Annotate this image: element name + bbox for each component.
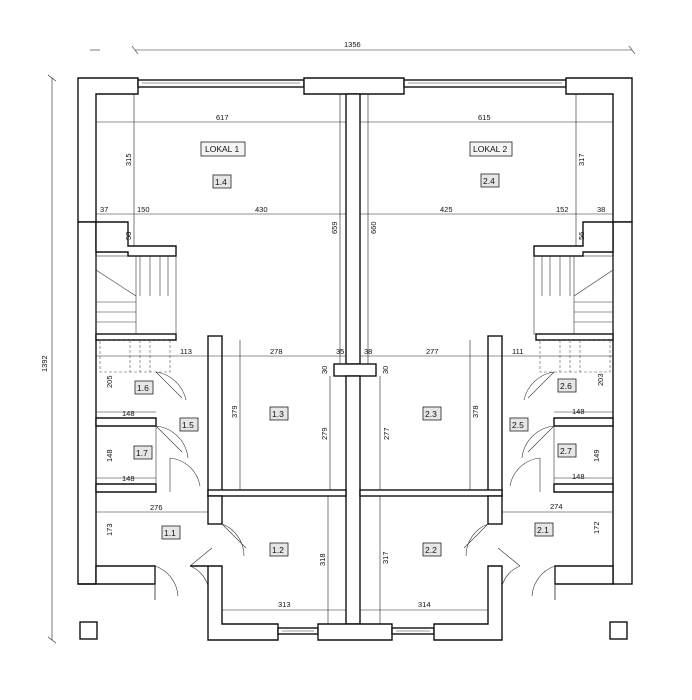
dim-38-mid: 38 [364,347,372,356]
dim-35: 35 [336,347,344,356]
column-left [79,621,98,640]
dim-660: 660 [369,221,378,234]
dim-425: 425 [440,205,453,214]
dim-378: 378 [471,405,480,418]
dim-30-right: 30 [381,366,390,374]
dim-379: 379 [230,405,239,418]
dim-148-a: 148 [122,409,135,418]
dim-37: 37 [100,205,108,214]
dim-205: 205 [105,375,114,388]
dim-173: 173 [105,523,114,536]
unit-name-1: LOKAL 1 [205,144,239,154]
dim-659: 659 [330,221,339,234]
dim-38-top: 38 [597,205,605,214]
dim-617: 617 [216,113,229,122]
overall-dimensions: 1356 1392 [40,40,636,644]
dim-279: 279 [320,427,329,440]
dim-150: 150 [137,205,150,214]
unit-labels: LOKAL 1 LOKAL 2 1.4 2.4 [200,141,513,189]
dim-313: 313 [278,600,291,609]
dim-317-top: 317 [577,153,586,166]
dimension-labels: 617 615 315 317 37 150 430 425 152 38 58… [100,113,605,609]
dim-278: 278 [270,347,283,356]
dim-148-c: 148 [105,449,114,462]
dim-315: 315 [124,153,133,166]
column-right [609,621,628,640]
dim-615: 615 [478,113,491,122]
room-label-2-5: 2.5 [512,420,524,430]
room-label-2-1: 2.1 [537,525,549,535]
room-label-1-2: 1.2 [272,545,284,555]
dim-152: 152 [556,205,569,214]
dim-148-e: 148 [572,472,585,481]
room-label-1-3: 1.3 [272,409,284,419]
dim-430: 430 [255,205,268,214]
dim-149: 149 [592,449,601,462]
stairs-right [533,255,614,373]
dim-172: 172 [592,521,601,534]
dim-148-d: 148 [122,474,135,483]
room-label-1-5: 1.5 [182,420,194,430]
dim-58: 58 [124,232,133,240]
dimension-lines [96,94,613,624]
room-label-2-6: 2.6 [560,381,572,391]
dim-148-b: 148 [572,407,585,416]
room-label-1-1: 1.1 [164,528,176,538]
room-label-2-4: 2.4 [483,176,495,186]
dim-318: 318 [318,553,327,566]
room-label-2-3: 2.3 [425,409,437,419]
room-label-2-7: 2.7 [560,446,572,456]
room-label-1-4: 1.4 [215,177,227,187]
dim-276: 276 [150,503,163,512]
doors [154,371,556,600]
dim-overall-height: 1392 [40,355,49,372]
room-label-1-6: 1.6 [137,383,149,393]
dim-317-bottom: 317 [381,551,390,564]
dim-203: 203 [596,373,605,386]
room-label-1-7: 1.7 [136,448,148,458]
dim-overall-width: 1356 [344,40,361,49]
outer-walls [77,77,633,641]
dim-111: 111 [512,347,523,356]
room-label-2-2: 2.2 [425,545,437,555]
stairs-left [95,255,177,373]
dim-113: 113 [180,347,192,356]
dim-274: 274 [550,502,563,511]
dim-314: 314 [418,600,431,609]
dim-277-right: 277 [382,427,391,440]
unit-name-2: LOKAL 2 [473,144,507,154]
dim-277-mid: 277 [426,347,439,356]
dim-56: 56 [577,232,586,240]
dim-30-left: 30 [320,366,329,374]
room-labels: 1.1 1.2 1.3 1.5 1.6 1.7 2.1 2.2 2.3 2.5 … [133,378,577,557]
